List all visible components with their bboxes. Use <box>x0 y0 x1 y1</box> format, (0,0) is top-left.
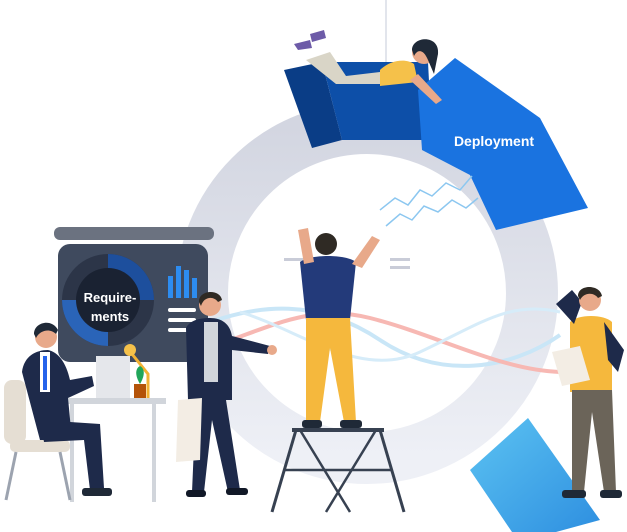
presenter-shoe-1 <box>186 490 206 497</box>
climber-shoe-2 <box>340 420 362 428</box>
thinker-hair <box>578 287 602 300</box>
desk-top <box>62 398 166 404</box>
board-bar-3 <box>184 270 189 298</box>
board-bar-1 <box>168 276 173 298</box>
requirements-label-2: ments <box>91 309 129 324</box>
thinker-shoe-1 <box>562 490 586 498</box>
seated-man-legs <box>40 420 104 490</box>
lamp-head <box>124 344 136 356</box>
woman-top <box>380 60 418 86</box>
board-top-bar <box>54 227 214 240</box>
document-stack <box>176 398 202 462</box>
chair-back <box>4 380 26 444</box>
climber-pants <box>306 318 356 422</box>
thinker-shoe-2 <box>600 490 622 498</box>
desk-leg-left <box>70 404 74 502</box>
cycle-segment-navy <box>284 62 342 148</box>
climber-arm-left <box>298 228 314 264</box>
chair-leg-1 <box>4 451 18 501</box>
thinker-papers <box>552 346 590 386</box>
board-line-3 <box>168 328 188 332</box>
trend-line-2 <box>385 197 479 227</box>
board-ring-segment-2 <box>62 300 108 346</box>
wave-blue <box>189 306 562 368</box>
presenter-hair <box>198 291 222 306</box>
monitor <box>96 356 130 398</box>
woman-shoe-1 <box>294 40 312 50</box>
wave-pink <box>189 311 561 374</box>
board-line-2 <box>168 318 196 322</box>
thinker-arm-up <box>556 290 582 324</box>
trend-line-1 <box>379 175 473 211</box>
seated-man-shoe <box>82 488 112 496</box>
board-line-1 <box>168 308 196 312</box>
cycle-segment-deployment <box>418 58 588 230</box>
cycle-pointer <box>470 418 600 532</box>
lamp <box>130 353 150 398</box>
woman-arm <box>410 74 442 104</box>
woman-legs <box>306 52 382 84</box>
deployment-label: Deployment <box>454 133 534 149</box>
thinker-pants <box>572 390 616 492</box>
board-bar-2 <box>176 266 181 298</box>
seated-man-hair <box>34 322 58 338</box>
board-ring-inner <box>76 268 140 332</box>
chair-leg-2 <box>58 451 72 501</box>
desk-leg-right <box>152 404 156 502</box>
dash-3 <box>390 266 410 269</box>
woman-shoe-2 <box>310 30 326 42</box>
plant-pot <box>134 384 146 398</box>
board-ring-segment <box>108 254 154 300</box>
climber-arm-right <box>352 236 380 268</box>
presenter-legs <box>192 400 240 492</box>
woman-hair <box>412 39 439 74</box>
presenter-shirt <box>204 322 218 382</box>
presenter-hand <box>267 345 277 355</box>
seated-man-tie <box>43 356 47 390</box>
dash-1 <box>284 258 304 261</box>
climber-shoe-1 <box>302 420 322 428</box>
wave-blue-2 <box>239 307 561 362</box>
thinker-arm <box>604 322 624 372</box>
climber-shirt <box>300 256 356 320</box>
requirements-label-1: Require- <box>84 290 137 305</box>
presenter-shoe-2 <box>226 488 248 495</box>
plant-leaves <box>136 366 144 384</box>
board-bar-4 <box>192 278 197 298</box>
climber-head <box>315 233 337 255</box>
dash-2 <box>390 258 410 261</box>
chair-seat <box>10 440 70 452</box>
